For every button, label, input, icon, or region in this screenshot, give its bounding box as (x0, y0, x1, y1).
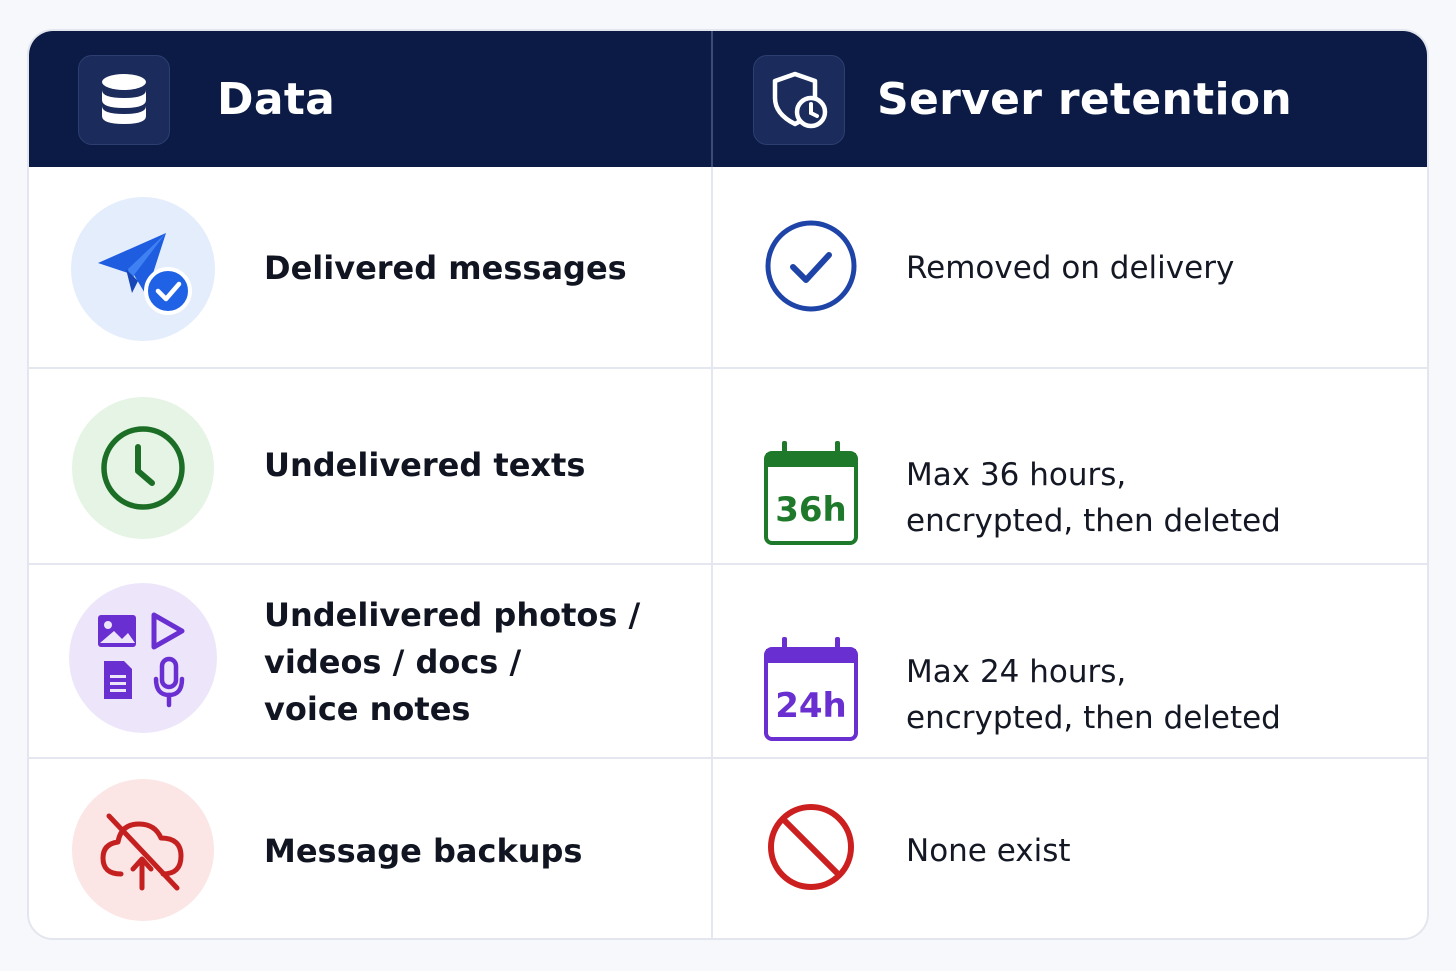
paper-plane-check-icon (71, 197, 215, 341)
retention-text-line-2: encrypted, then deleted (906, 700, 1281, 736)
retention-text-line-1: Max 24 hours, (906, 654, 1127, 690)
cloud-off-icon (72, 779, 214, 921)
column-divider (711, 167, 713, 938)
header-data-title: Data (217, 74, 336, 125)
calendar-icon: 36h (762, 439, 860, 549)
calendar-icon: 24h (762, 635, 860, 745)
clock-icon (72, 397, 214, 539)
retention-text: None exist (906, 833, 1071, 869)
table-row: Message backups None exist (29, 759, 1427, 938)
retention-text: Removed on delivery (906, 250, 1235, 286)
retention-table: Data Server retention Delivered messages (27, 29, 1429, 940)
database-icon (78, 55, 170, 145)
data-label-message-backups: Message backups (264, 832, 583, 870)
data-label-delivered-messages: Delivered messages (264, 249, 627, 287)
data-label-undelivered-texts: Undelivered texts (264, 446, 586, 484)
row-divider (29, 757, 1427, 759)
check-circle-icon (762, 217, 860, 319)
header-divider (711, 31, 713, 167)
microphone-icon (153, 656, 185, 708)
table-header: Data Server retention (29, 31, 1427, 167)
shield-clock-icon (753, 55, 845, 145)
data-label-undelivered-media: Undelivered photos / videos / docs / voi… (264, 596, 641, 728)
row-divider (29, 563, 1427, 565)
calendar-label: 24h (775, 686, 847, 726)
table-row: Undelivered photos / videos / docs / voi… (29, 565, 1427, 757)
retention-text-line-2: encrypted, then deleted (906, 503, 1281, 539)
play-icon (151, 612, 185, 650)
media-icons (69, 583, 217, 733)
retention-text-line-1: Max 36 hours, (906, 457, 1127, 493)
header-retention-title: Server retention (877, 74, 1292, 125)
table-row: Undelivered texts 36h Max 36 hours, encr… (29, 369, 1427, 563)
calendar-label: 36h (775, 490, 847, 530)
document-icon (104, 661, 132, 699)
prohibited-icon (765, 801, 857, 897)
table-row: Delivered messages Removed on delivery (29, 167, 1427, 367)
row-divider (29, 367, 1427, 369)
image-icon (98, 615, 136, 647)
